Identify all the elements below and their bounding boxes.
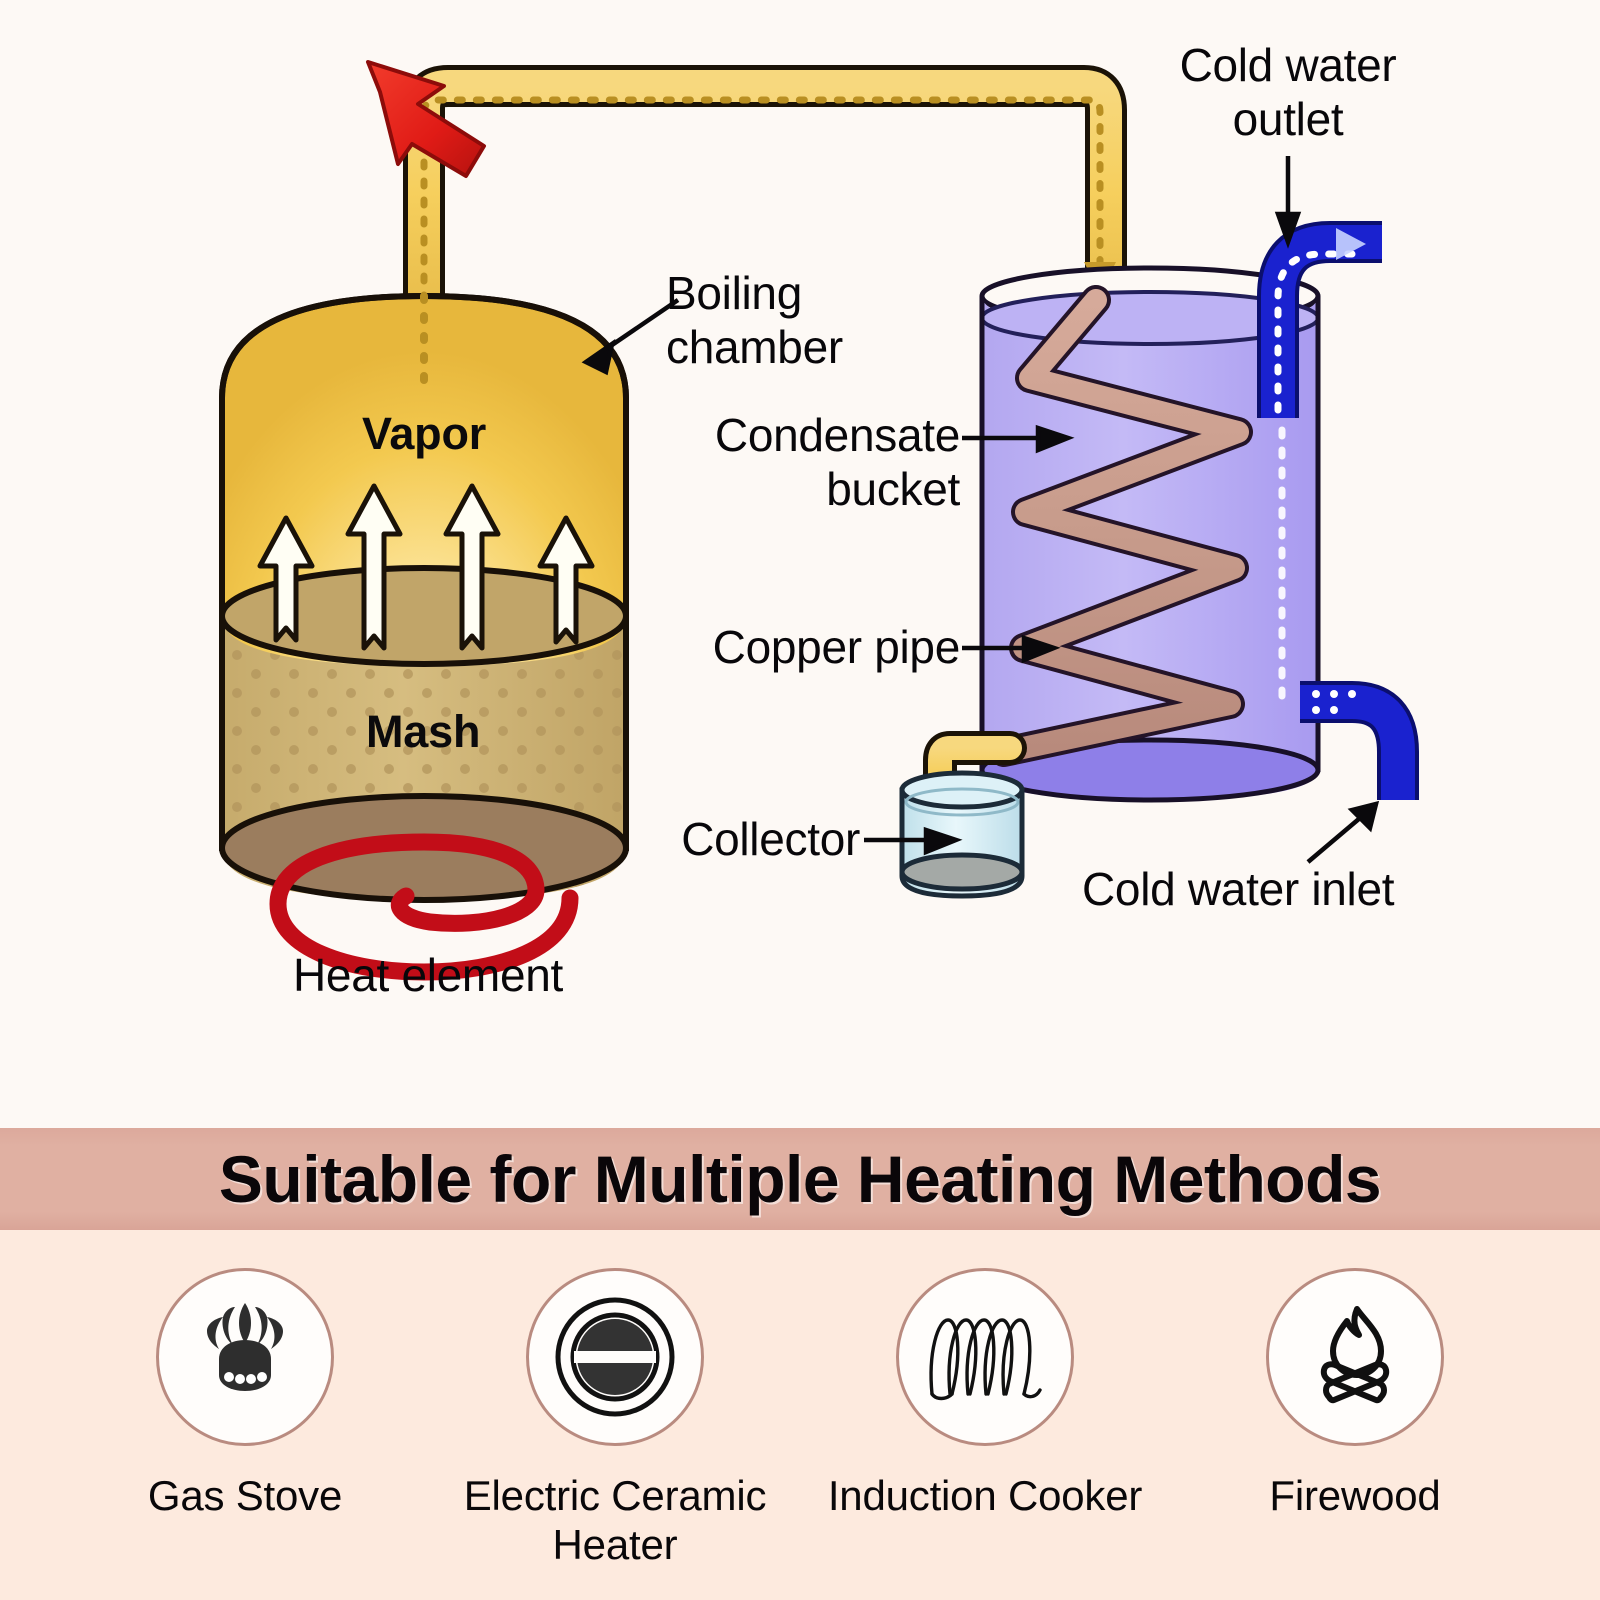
gas-burner-flame-icon xyxy=(207,1303,283,1391)
collector-label: Collector xyxy=(681,813,860,865)
method-gas-stove[interactable]: Gas Stove xyxy=(60,1268,430,1521)
method-electric-ceramic-heater[interactable]: Electric Ceramic Heater xyxy=(430,1268,800,1569)
heat-bolt-arrow-icon xyxy=(366,60,486,178)
condensate-outlet-spout xyxy=(923,731,1027,817)
condensate-bucket-label: Condensate bucket xyxy=(714,409,960,516)
method-label: Induction Cooker xyxy=(827,1472,1143,1519)
heat-element-label: Heat element xyxy=(293,949,563,1001)
heating-methods-banner: Suitable for Multiple Heating Methods xyxy=(0,1128,1600,1230)
diagram-illustration xyxy=(219,60,1419,981)
gas-stove-icon-circle xyxy=(156,1268,334,1446)
cold-water-outlet-pipe xyxy=(1257,221,1382,418)
collector-jar xyxy=(899,770,1025,899)
method-firewood[interactable]: Firewood xyxy=(1170,1268,1540,1521)
cold-water-outlet-label: Cold water outlet xyxy=(1179,39,1397,146)
heat-element-coil xyxy=(269,833,579,981)
copper-pipe-label: Copper pipe xyxy=(712,621,961,673)
vapor-label: Vapor xyxy=(362,408,487,459)
firewood-icon-circle xyxy=(1266,1268,1444,1446)
boiling-chamber-label: Boiling chamber xyxy=(666,267,843,374)
mash-label: Mash xyxy=(366,706,481,757)
vapor-rising-arrows xyxy=(257,483,595,651)
cold-water-inlet-pipe xyxy=(1300,681,1419,800)
method-induction-cooker[interactable]: Induction Cooker xyxy=(800,1268,1170,1521)
induction-cooker-icon-circle xyxy=(896,1268,1074,1446)
method-label: Gas Stove xyxy=(147,1472,343,1519)
ceramic-hotplate-rings-icon xyxy=(555,1297,675,1417)
boiling-chamber xyxy=(219,292,629,903)
cold-water-inlet-label: Cold water inlet xyxy=(1082,863,1395,915)
copper-pipe-coil xyxy=(989,285,1253,767)
method-label: Electric Ceramic Heater xyxy=(463,1472,767,1568)
heating-methods-row: Gas Stove Electric Ceramic Heater xyxy=(0,1230,1600,1600)
induction-coil-icon xyxy=(929,1318,1042,1401)
distillation-diagram: Vapor Mash Boiling chamber Condensate bu… xyxy=(219,39,1419,1001)
leader-lines xyxy=(581,156,1380,864)
campfire-logs-flame-icon xyxy=(1320,1306,1390,1404)
method-label: Firewood xyxy=(1269,1472,1441,1519)
banner-title: Suitable for Multiple Heating Methods xyxy=(218,1142,1382,1216)
electric-ceramic-heater-icon-circle xyxy=(526,1268,704,1446)
